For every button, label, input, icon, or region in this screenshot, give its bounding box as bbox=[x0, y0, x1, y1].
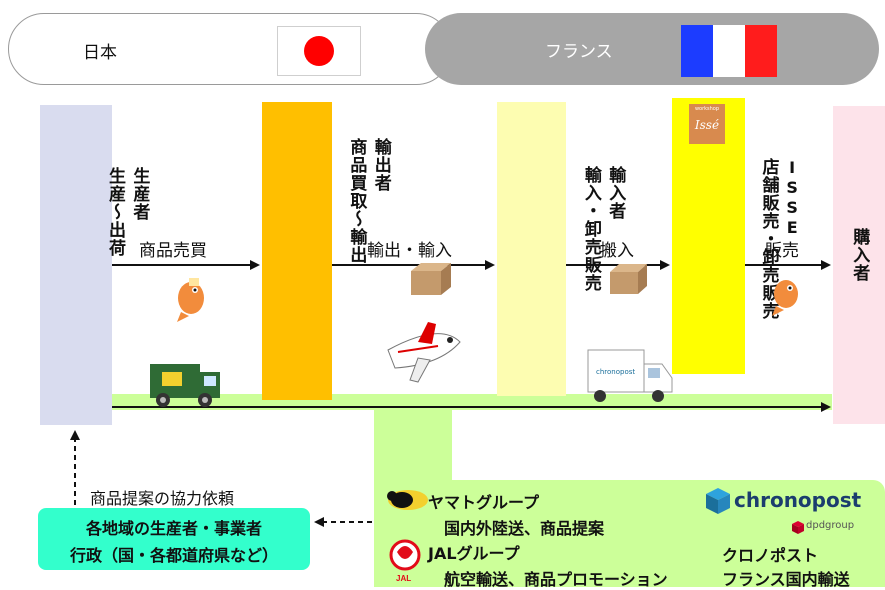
importer-subtitle: 輸入・卸売販売 bbox=[580, 166, 601, 292]
jal-title: JALグループ bbox=[428, 544, 520, 563]
jal-desc: 航空輸送、商品プロモーション bbox=[444, 570, 668, 589]
exporter-title: 輸出者 bbox=[370, 138, 391, 192]
truck-brand-label: chronopost bbox=[596, 368, 636, 376]
cooperation-request-label: 商品提案の協力依頼 bbox=[90, 489, 235, 508]
chronopost-desc: フランス国内輸送 bbox=[722, 570, 850, 589]
chronopost-brand: chronopost bbox=[734, 488, 862, 512]
isse-logo-text: Issé bbox=[694, 118, 720, 132]
yamato-desc: 国内外陸送、商品提案 bbox=[444, 519, 605, 538]
dpd-brand: dpdgroup bbox=[806, 520, 855, 531]
japan-flag-icon bbox=[277, 26, 361, 76]
yamato-truck-icon bbox=[150, 364, 220, 407]
producer-subtitle: 生産〜出荷 bbox=[104, 167, 125, 257]
isse-logo: workshop Issé bbox=[689, 104, 725, 144]
buyer-box: 購入者 bbox=[833, 106, 885, 424]
fish-icon bbox=[177, 278, 204, 322]
exporter-box: 輸出者 商品買取〜輸出 bbox=[262, 102, 391, 400]
chronopost-title: クロノポスト bbox=[722, 546, 819, 565]
japan-pill: 日本 bbox=[8, 13, 452, 85]
fish-icon bbox=[772, 280, 798, 316]
producer-title: 生産者 bbox=[129, 167, 150, 221]
yamato-title: ヤマトグループ bbox=[428, 493, 540, 512]
yamato-cat-icon bbox=[387, 490, 428, 510]
buyer-title: 購入者 bbox=[849, 228, 870, 282]
regional-stakeholders-box: 各地域の生産者・事業者 行政（国・各都道府県など） bbox=[38, 508, 310, 570]
jal-logo-icon: JAL bbox=[389, 539, 421, 583]
sales-label: 販売 bbox=[765, 241, 799, 261]
export-import-label: 輸出・輸入 bbox=[367, 241, 452, 261]
jal-logo-label: JAL bbox=[396, 574, 411, 583]
regional-line-2: 行政（国・各都道府県など） bbox=[69, 546, 278, 565]
isse-subtitle: 店舗販売・卸売販売 bbox=[758, 158, 779, 320]
dpd-logo-icon bbox=[792, 521, 804, 534]
partner-panel bbox=[374, 480, 885, 587]
importer-box: 輸入者 輸入・卸売販売 bbox=[497, 102, 625, 396]
trade-label: 商品売買 bbox=[139, 241, 207, 261]
isse-box: workshop Issé ISSE 店舗販売・卸売販売 bbox=[672, 98, 802, 374]
partner-panel-stem bbox=[374, 408, 452, 488]
airplane-icon bbox=[387, 322, 461, 383]
chronopost-truck-icon bbox=[587, 349, 673, 402]
package-icon bbox=[610, 264, 647, 294]
chronopost-logo-icon bbox=[706, 488, 730, 514]
france-pill: フランス bbox=[425, 13, 879, 85]
regional-line-1: 各地域の生産者・事業者 bbox=[85, 519, 262, 538]
importer-title: 輸入者 bbox=[605, 166, 626, 220]
producer-box: 生産者 生産〜出荷 bbox=[40, 105, 149, 425]
package-icon bbox=[411, 263, 451, 295]
delivery-label: 搬入 bbox=[600, 241, 634, 261]
isse-title: ISSE bbox=[782, 158, 802, 238]
isse-logo-top: workshop bbox=[694, 106, 720, 112]
france-label: フランス bbox=[545, 42, 613, 62]
japan-label: 日本 bbox=[83, 43, 117, 63]
france-flag-icon bbox=[681, 25, 777, 77]
exporter-subtitle: 商品買取〜輸出 bbox=[346, 138, 367, 264]
